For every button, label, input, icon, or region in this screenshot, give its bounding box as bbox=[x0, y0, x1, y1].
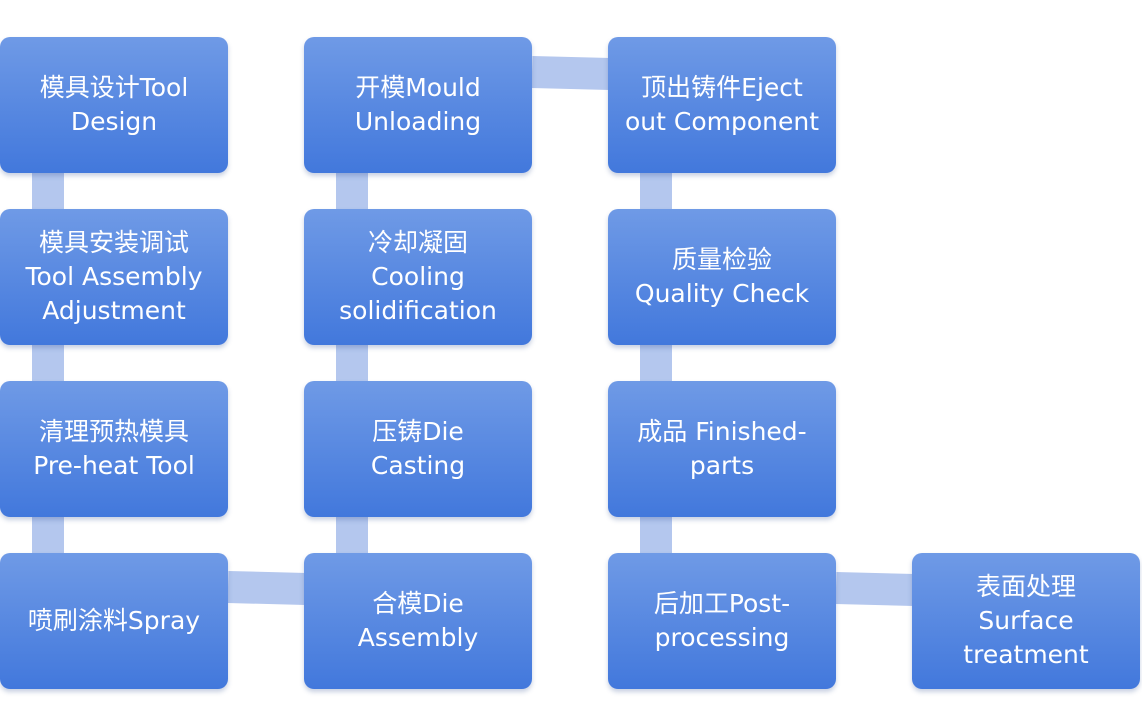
step-eject-out-component: 顶出铸件Eject out Component bbox=[608, 37, 836, 173]
connector-post-to-surface bbox=[835, 572, 915, 606]
step-pre-heat-tool: 清理预热模具 Pre-heat Tool bbox=[0, 381, 228, 517]
step-surface-treatment: 表面处理 Surface treatment bbox=[912, 553, 1140, 689]
step-finished-parts: 成品 Finished- parts bbox=[608, 381, 836, 517]
step-die-casting: 压铸Die Casting bbox=[304, 381, 532, 517]
step-post-processing: 后加工Post- processing bbox=[608, 553, 836, 689]
step-quality-check: 质量检验 Quality Check bbox=[608, 209, 836, 345]
step-die-assembly: 合模Die Assembly bbox=[304, 553, 532, 689]
step-mould-unloading: 开模Mould Unloading bbox=[304, 37, 532, 173]
step-cooling-solidification: 冷却凝固 Cooling solidification bbox=[304, 209, 532, 345]
step-tool-assembly-adjustment: 模具安装调试 Tool Assembly Adjustment bbox=[0, 209, 228, 345]
connector-spray-to-die-assembly bbox=[227, 571, 307, 605]
step-spray: 喷刷涂料Spray bbox=[0, 553, 228, 689]
connector-unloading-to-eject bbox=[531, 56, 611, 90]
step-tool-design: 模具设计Tool Design bbox=[0, 37, 228, 173]
